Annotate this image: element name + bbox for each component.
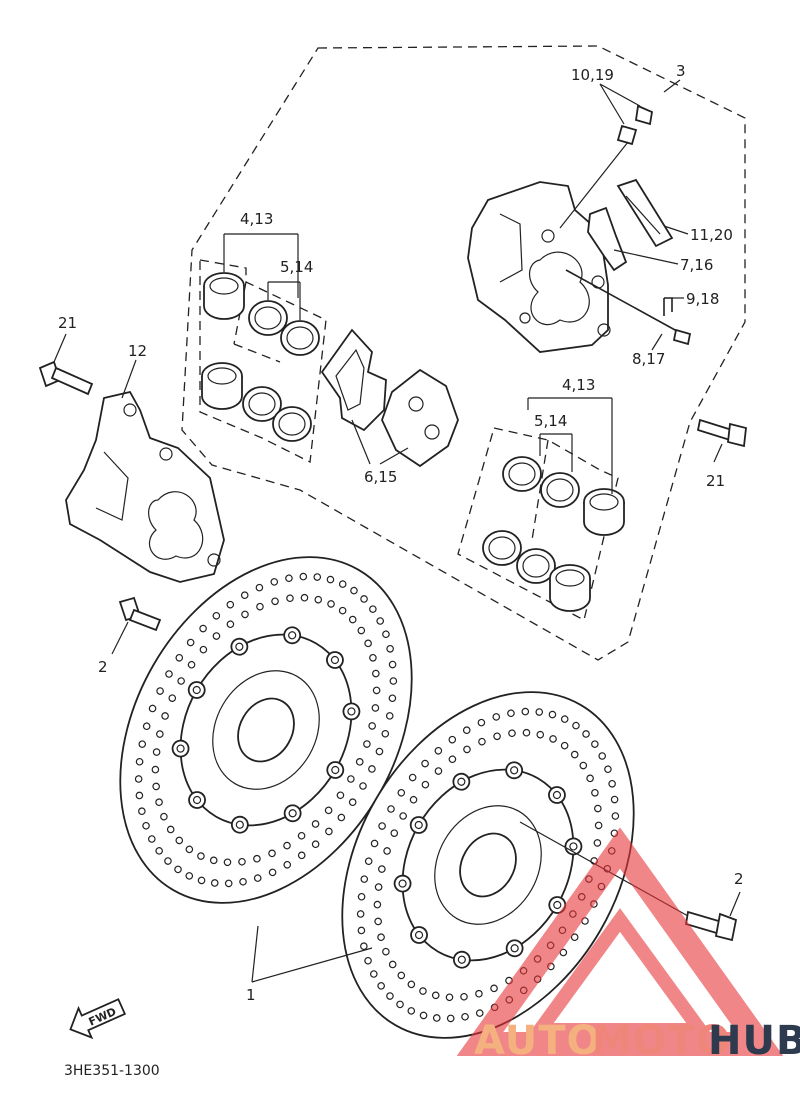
seal-left-4 [272,406,312,442]
fwd-arrow: FWD [69,998,127,1040]
callout-9-18: 9,18 [686,290,719,308]
seal-left-1 [248,300,288,336]
piston-left-lower [201,362,243,410]
seal-kit-left-outline [199,259,327,463]
pad-retainer [587,206,628,272]
piston-left-upper [203,272,245,320]
callout-2-left: 2 [98,658,108,676]
brake-pads [320,328,459,468]
callout-1: 1 [246,986,256,1004]
seal-right-1 [502,456,542,492]
callout-3: 3 [676,62,686,80]
disc-holes-left [134,572,398,888]
diagram-code: 3HE351-1300 [64,1063,160,1079]
piston-right-upper [583,488,625,536]
callout-12: 12 [128,342,147,360]
caliper-left [65,390,225,583]
callout-2-right: 2 [734,870,744,888]
disc-bolt-left [118,596,162,632]
pad-spring [616,178,674,248]
piston-right-lower [549,564,591,612]
callout-8-17: 8,17 [632,350,665,368]
seal-right-2 [540,472,580,508]
watermark-hub: HUB [708,1018,800,1064]
callout-4-13-left: 4,13 [240,210,273,228]
caliper-assembly-outline [181,45,746,661]
brake-disc-right [341,691,635,1039]
disc-bolt-right [684,910,738,942]
seal-kit-right-outline [457,427,619,621]
seal-right-3 [482,530,522,566]
watermark-moto: MOTO [592,1018,731,1064]
pin-clip [663,297,673,316]
callout-4-13-right: 4,13 [562,376,595,394]
bleed-screw [616,104,654,146]
caliper-bolt-right [696,418,747,448]
watermark-auto: AUTO [474,1018,602,1064]
caliper-bolt-left [38,360,94,396]
watermark-logo [456,827,784,1056]
callout-11-20: 11,20 [690,226,733,244]
seal-left-2 [280,320,320,356]
callout-6-15: 6,15 [364,468,397,486]
callout-21-left: 21 [58,314,77,332]
callout-7-16: 7,16 [680,256,713,274]
watermark-triangle-icon [456,827,784,1056]
pad-pin [565,269,687,337]
callout-10-19: 10,19 [571,66,614,84]
brake-disc-left [119,556,413,904]
callout-21-right: 21 [706,472,725,490]
callout-5-14-right: 5,14 [534,412,567,430]
callout-5-14-left: 5,14 [280,258,313,276]
caliper-right [467,181,611,353]
